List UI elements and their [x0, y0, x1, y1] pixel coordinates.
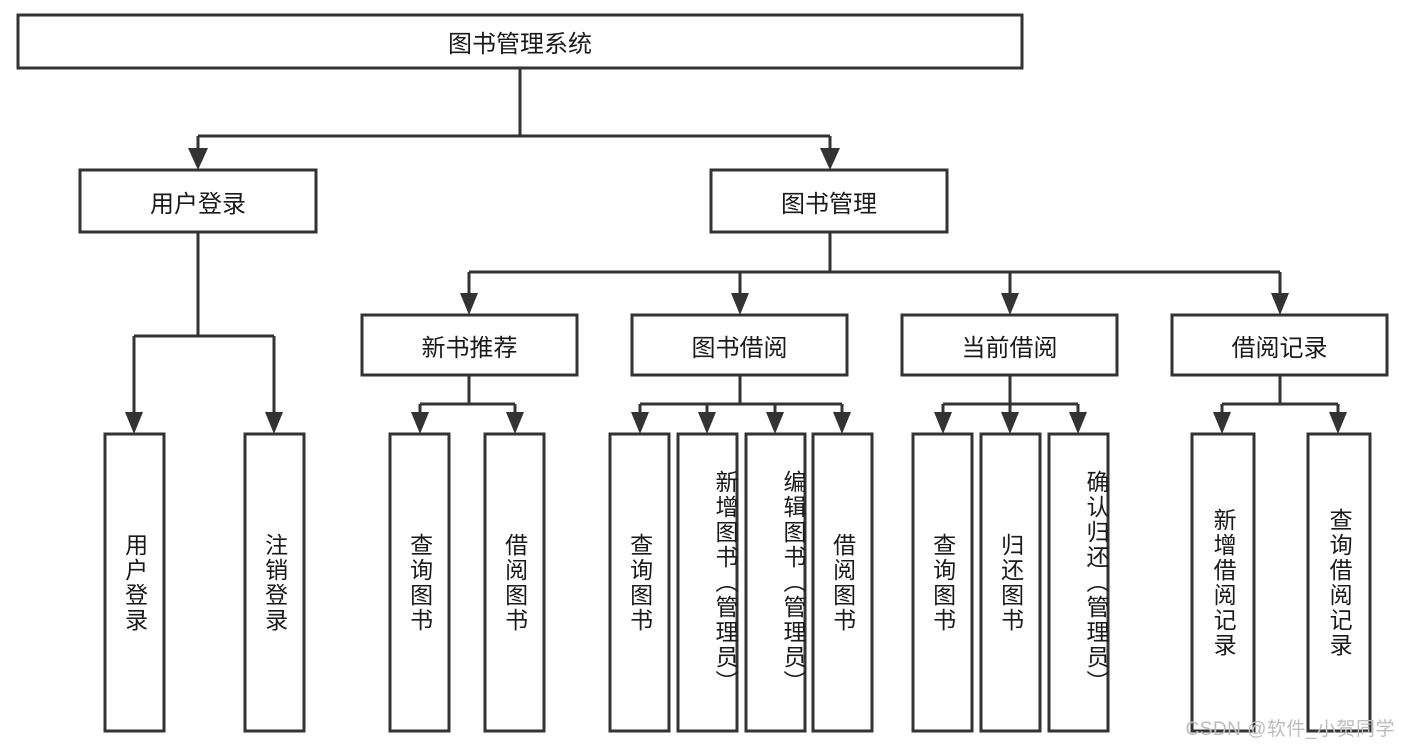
arrow-head-leaf-edit-book: [766, 412, 784, 434]
node-book-manage[interactable]: [709, 168, 949, 234]
node-borrow-record[interactable]: [1170, 313, 1389, 377]
node-root[interactable]: [16, 13, 1024, 70]
node-leaf-logout-login[interactable]: [243, 432, 306, 733]
arrow-head-leaf-query-book-1: [411, 412, 429, 434]
node-leaf-user-login[interactable]: [103, 432, 166, 733]
arrow-head-leaf-borrow-book-2: [833, 412, 851, 434]
arrow-head-leaf-query-record: [1329, 412, 1347, 434]
arrow-head-leaf-add-record: [1213, 412, 1231, 434]
arrow-head-leaf-logout-login: [265, 412, 283, 434]
arrow-head-book-manage: [820, 148, 840, 170]
arrow-head-leaf-query-book-2: [631, 412, 649, 434]
node-new-book-recommend[interactable]: [360, 313, 579, 377]
arrow-head-leaf-confirm-return: [1069, 412, 1087, 434]
csdn-watermark: CSDN @软件_小贺同学: [1185, 719, 1395, 740]
node-leaf-return-book[interactable]: [979, 432, 1042, 733]
arrow-head-leaf-add-book: [698, 412, 716, 434]
node-current-borrow[interactable]: [900, 313, 1119, 377]
node-leaf-edit-book[interactable]: [744, 432, 807, 733]
arrow-head-leaf-return-book: [1001, 412, 1019, 434]
node-book-borrow[interactable]: [630, 313, 849, 377]
node-leaf-confirm-return[interactable]: [1047, 432, 1110, 733]
arrow-head-leaf-borrow-book-1: [506, 412, 524, 434]
node-leaf-query-book-3[interactable]: [911, 432, 974, 733]
arrow-head-current-borrow: [1001, 293, 1019, 315]
arrow-head-leaf-query-book-3: [934, 412, 952, 434]
node-leaf-borrow-book-1[interactable]: [483, 432, 546, 733]
node-leaf-add-book[interactable]: [676, 432, 739, 733]
arrow-head-borrow-record: [1271, 293, 1289, 315]
arrow-head-book-borrow: [731, 293, 749, 315]
arrow-head-leaf-user-login: [125, 412, 143, 434]
node-leaf-borrow-book-2[interactable]: [811, 432, 874, 733]
node-leaf-query-record[interactable]: [1306, 432, 1372, 733]
node-leaf-query-book-1[interactable]: [388, 432, 451, 733]
node-leaf-query-book-2[interactable]: [608, 432, 671, 733]
node-user-login[interactable]: [78, 168, 318, 234]
arrow-head-new-book-recommend: [460, 293, 478, 315]
arrow-head-user-login: [188, 148, 208, 170]
node-leaf-add-record[interactable]: [1190, 432, 1256, 733]
